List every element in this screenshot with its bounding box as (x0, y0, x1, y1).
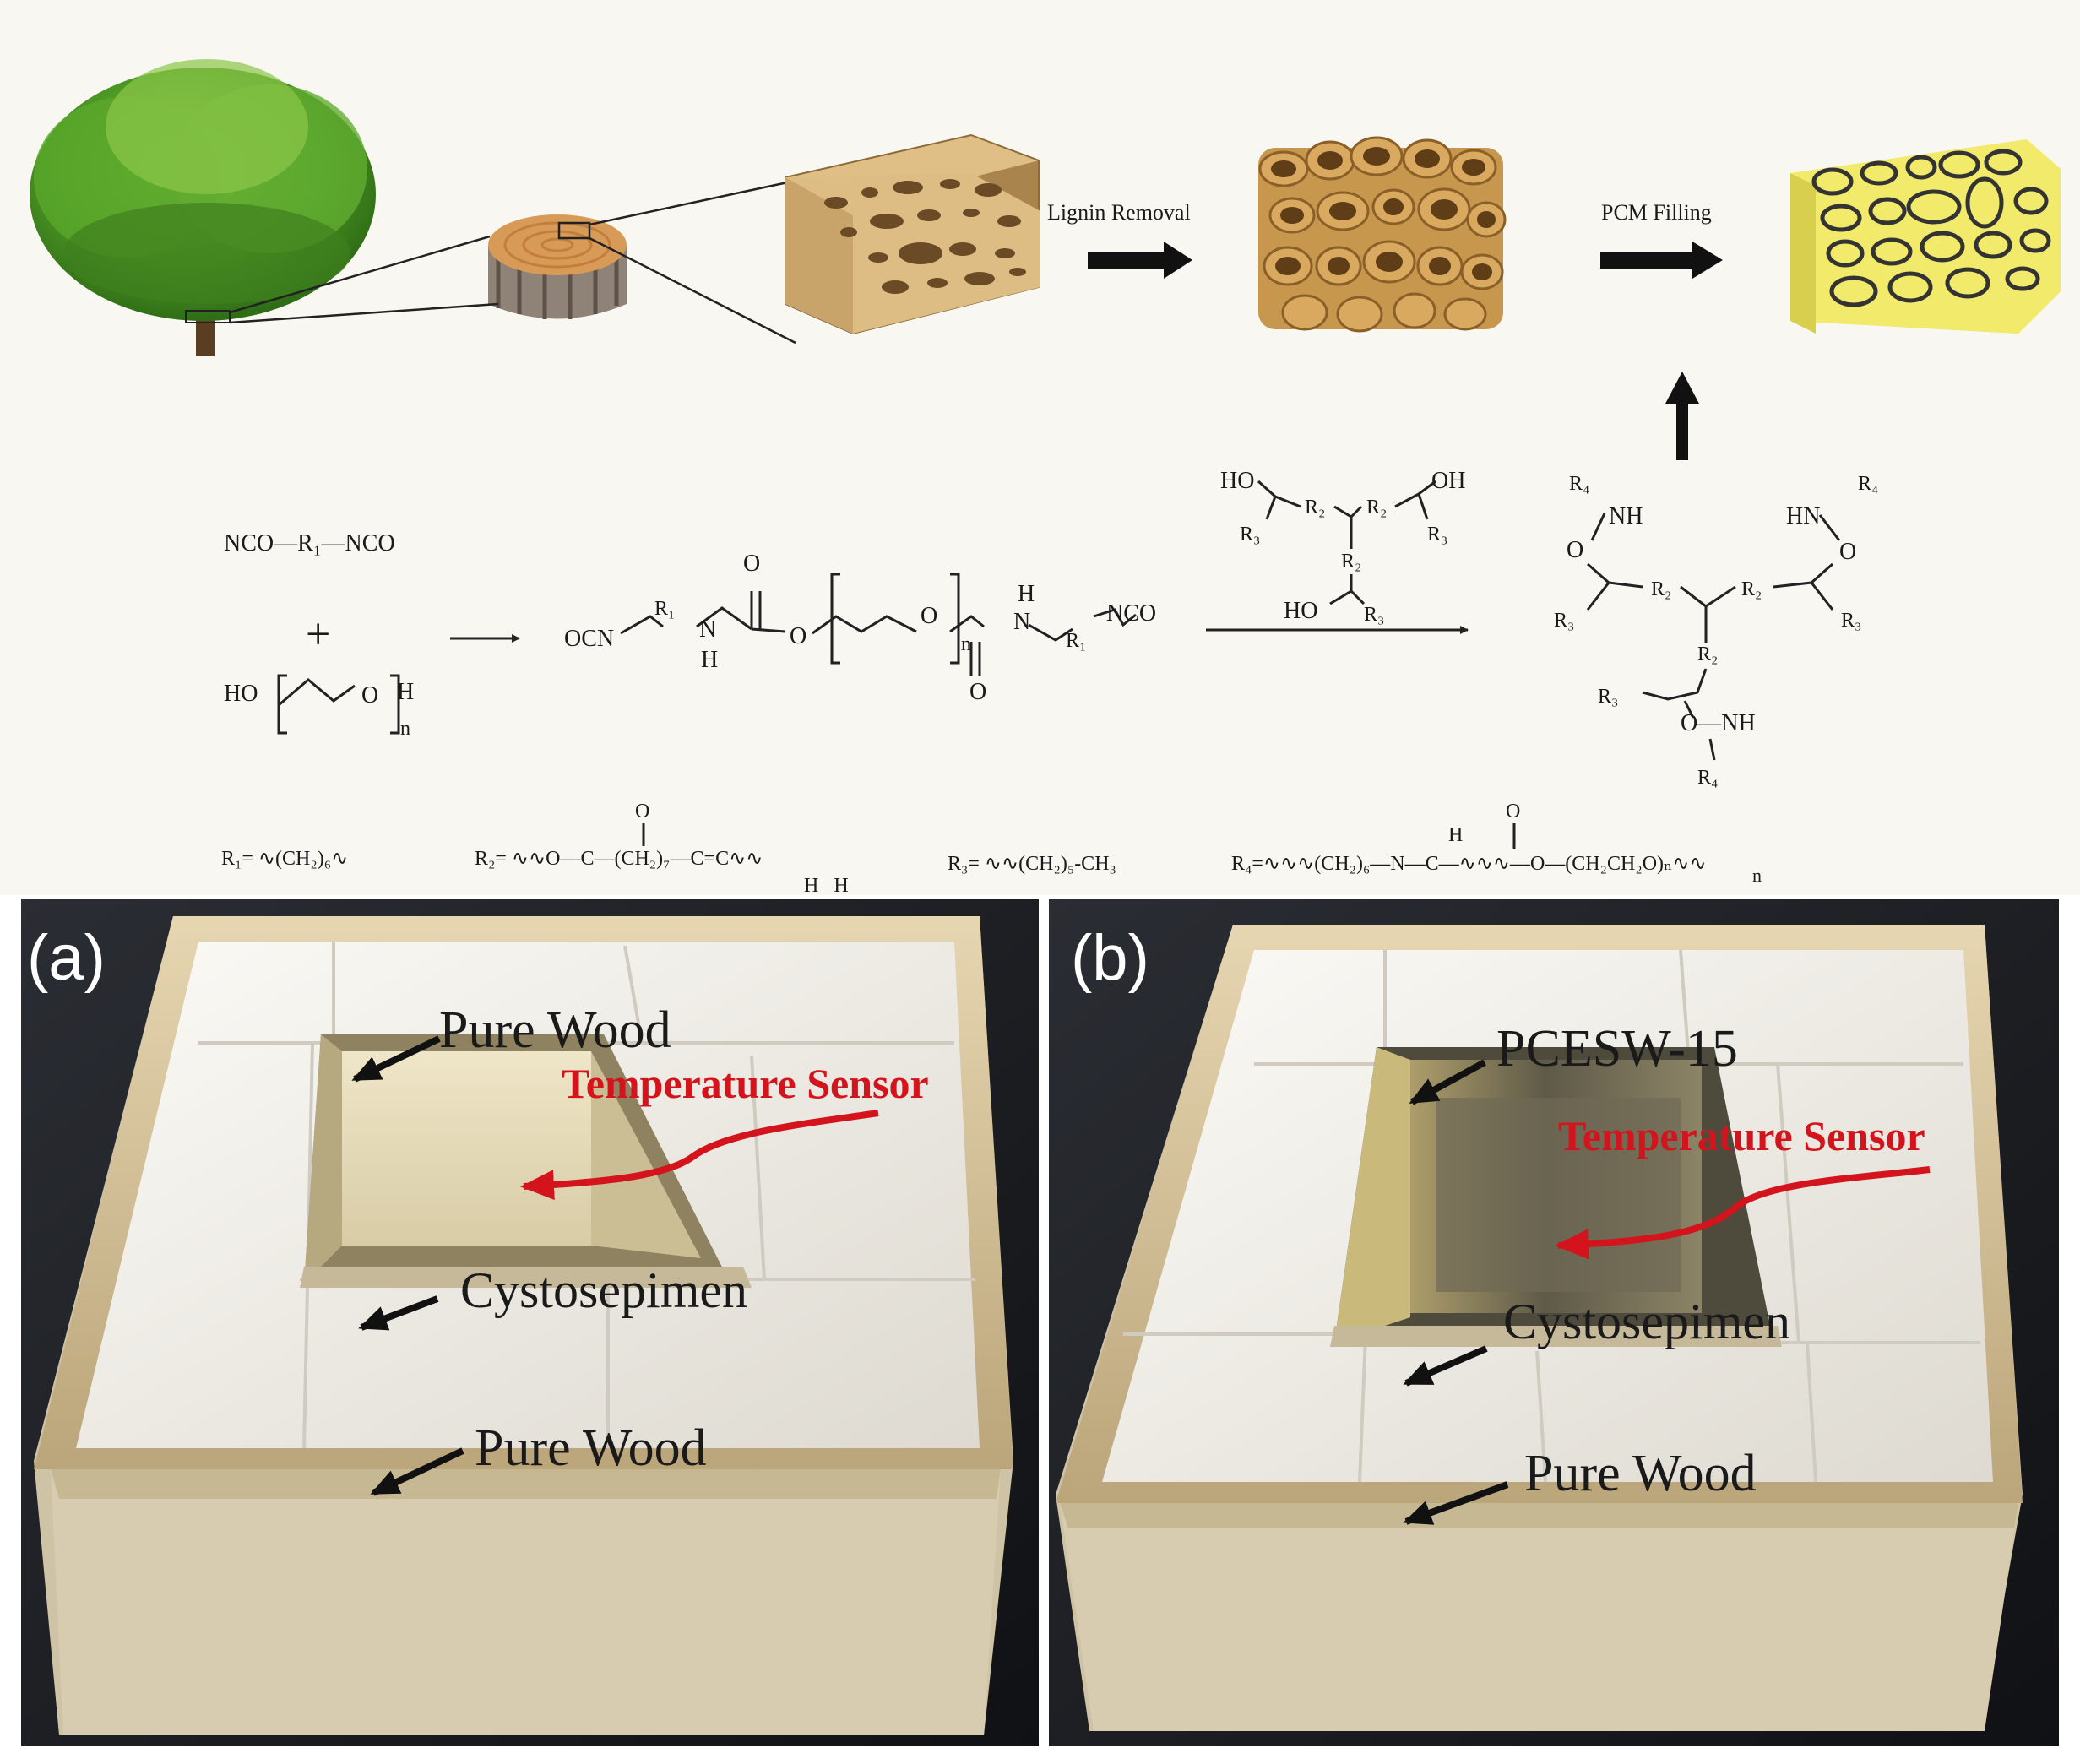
panel-a-arrow-2 (358, 1295, 439, 1331)
prepolymer-h-left: H (701, 647, 718, 673)
panel-a-pure-wood-top: Pure Wood (439, 1001, 671, 1059)
peg-n: n (400, 718, 410, 740)
prepolymer-o-top: O (743, 551, 760, 577)
wood-block-illustration (785, 133, 1040, 335)
product-r3-left: R₃ (1554, 610, 1574, 632)
product-hn-right: HN (1786, 503, 1820, 529)
pcm-filling-label: PCM Filling (1601, 200, 1712, 225)
zoom-line (229, 235, 491, 314)
panel-b-temperature-sensor: Temperature Sensor (1558, 1112, 1925, 1159)
panel-a-cystosepimen: Cystosepimen (460, 1262, 747, 1318)
pcm-wood-illustration (1790, 139, 2061, 334)
lignin-removal-label: Lignin Removal (1047, 200, 1191, 225)
panel-b-arrow-1 (1409, 1059, 1486, 1105)
delignified-wood-illustration (1258, 136, 1507, 333)
diisocyanate: NCO—R₁—NCO (224, 530, 395, 556)
panel-b-sensor-arrow (1555, 1166, 1931, 1260)
peg-ho: HO (224, 681, 258, 707)
r2-definition-h: H H (804, 875, 849, 897)
product-r3-right: R₃ (1841, 610, 1861, 632)
log-slice-illustration (488, 214, 627, 319)
panel-a-arrow-3 (370, 1447, 464, 1496)
plus-sign: + (306, 611, 330, 659)
r2-definition: R₂= ∿∿O—C—(CH₂)₇—C=C∿∿ (475, 848, 763, 870)
product-bonds (1586, 513, 1841, 761)
triol-ho-left: HO (1220, 468, 1254, 494)
prepolymer-ocn: OCN (564, 626, 614, 652)
r2-definition-o: O (635, 801, 649, 822)
panel-a-temperature-sensor: Temperature Sensor (562, 1060, 929, 1107)
reaction-scheme: NCO—R₁—NCO + HO O H n OCN R₁ N H O O O n… (221, 468, 1878, 897)
triol-r3-right: R₃ (1427, 524, 1447, 545)
prepolymer-o-bottom: O (969, 679, 986, 705)
prepolymer-o-ester: O (790, 623, 806, 649)
product-o-left: O (1567, 537, 1583, 563)
triol-r2-left: R₂ (1305, 497, 1325, 518)
lignin-removal-arrow (1088, 242, 1192, 279)
peg-o: O (361, 682, 378, 708)
zoom-line (589, 179, 796, 226)
triol-oh: OH (1431, 468, 1465, 494)
prepolymer-o-chain: O (921, 603, 937, 629)
product-r2-mid: R₂ (1697, 643, 1718, 665)
panel-b-annotations: PCESW-15 Temperature Sensor Cystosepimen… (1403, 1020, 1931, 1525)
product-r4-bottom: R₄ (1697, 767, 1718, 789)
r4-definition: R₄=∿∿∿(CH₂)₆—N—C—∿∿∿—O—(CH₂CH₂O)ₙ∿∿ (1231, 853, 1707, 875)
triol-ho-bottom: HO (1284, 598, 1317, 624)
prepolymer-r1-left: R₁ (654, 598, 675, 620)
photo-panel-a (21, 899, 1039, 1746)
r3-definition: R₃= ∿∿(CH₂)₅-CH₃ (948, 853, 1116, 875)
panel-b-sample-label: PCESW-15 (1496, 1020, 1738, 1077)
panel-b-pure-wood: Pure Wood (1524, 1445, 1757, 1502)
prepolymer-r1-right: R₁ (1066, 630, 1086, 652)
panel-a-label: (a) (27, 922, 106, 994)
prepolymer-n-index: n (961, 633, 971, 655)
r4-definition-h: H (1448, 824, 1463, 846)
prepolymer-bonds (620, 591, 1137, 676)
triol-bonds (1257, 480, 1436, 605)
product-r4-tl: R₄ (1569, 473, 1589, 495)
pcm-filling-arrow (1600, 242, 1723, 279)
product-r4-tr: R₄ (1858, 473, 1878, 495)
triol-r3-bottom: R₃ (1364, 604, 1384, 626)
product-r2-left: R₂ (1651, 578, 1671, 600)
tree-illustration (30, 59, 376, 356)
prepolymer-n-right: N (1013, 609, 1030, 635)
panel-a-annotations: Pure Wood Temperature Sensor Cystosepime… (351, 1001, 929, 1496)
panel-a-arrow-1 (351, 1035, 441, 1083)
prepolymer-h-right: H (1018, 581, 1035, 607)
panel-a-pure-wood-bottom: Pure Wood (475, 1419, 707, 1477)
r1-definition: R₁= ∿(CH₂)₆∿ (221, 848, 348, 870)
triol-r2-right: R₂ (1366, 497, 1387, 518)
panel-b-arrow-3 (1403, 1481, 1509, 1525)
triol-r3-left: R₃ (1240, 524, 1260, 545)
up-arrow (1665, 372, 1699, 460)
panel-b-arrow-2 (1403, 1345, 1488, 1387)
prepolymer-brackets (830, 573, 960, 665)
panel-b-label: (b) (1071, 922, 1149, 994)
panel-a-sensor-arrow (520, 1110, 879, 1201)
panel-b-cystosepimen: Cystosepimen (1503, 1294, 1790, 1349)
r4-definition-n: n (1752, 865, 1762, 886)
product-o-nh-bottom: O—NH (1681, 710, 1756, 736)
photo-panel-b (1049, 899, 2059, 1746)
prepolymer-n-left: N (699, 616, 716, 643)
product-nh-left: NH (1609, 503, 1643, 529)
peg-bracket (277, 674, 400, 735)
zoom-line (589, 236, 796, 345)
triol-r2-mid: R₂ (1341, 551, 1361, 573)
peg-h: H (397, 679, 414, 705)
r4-definition-o: O (1506, 801, 1520, 822)
product-r3-bottom: R₃ (1598, 686, 1618, 708)
zoom-line (229, 302, 499, 324)
product-r2-right: R₂ (1741, 578, 1762, 600)
prepolymer-nco: NCO (1106, 600, 1156, 627)
product-o-right: O (1839, 539, 1856, 565)
